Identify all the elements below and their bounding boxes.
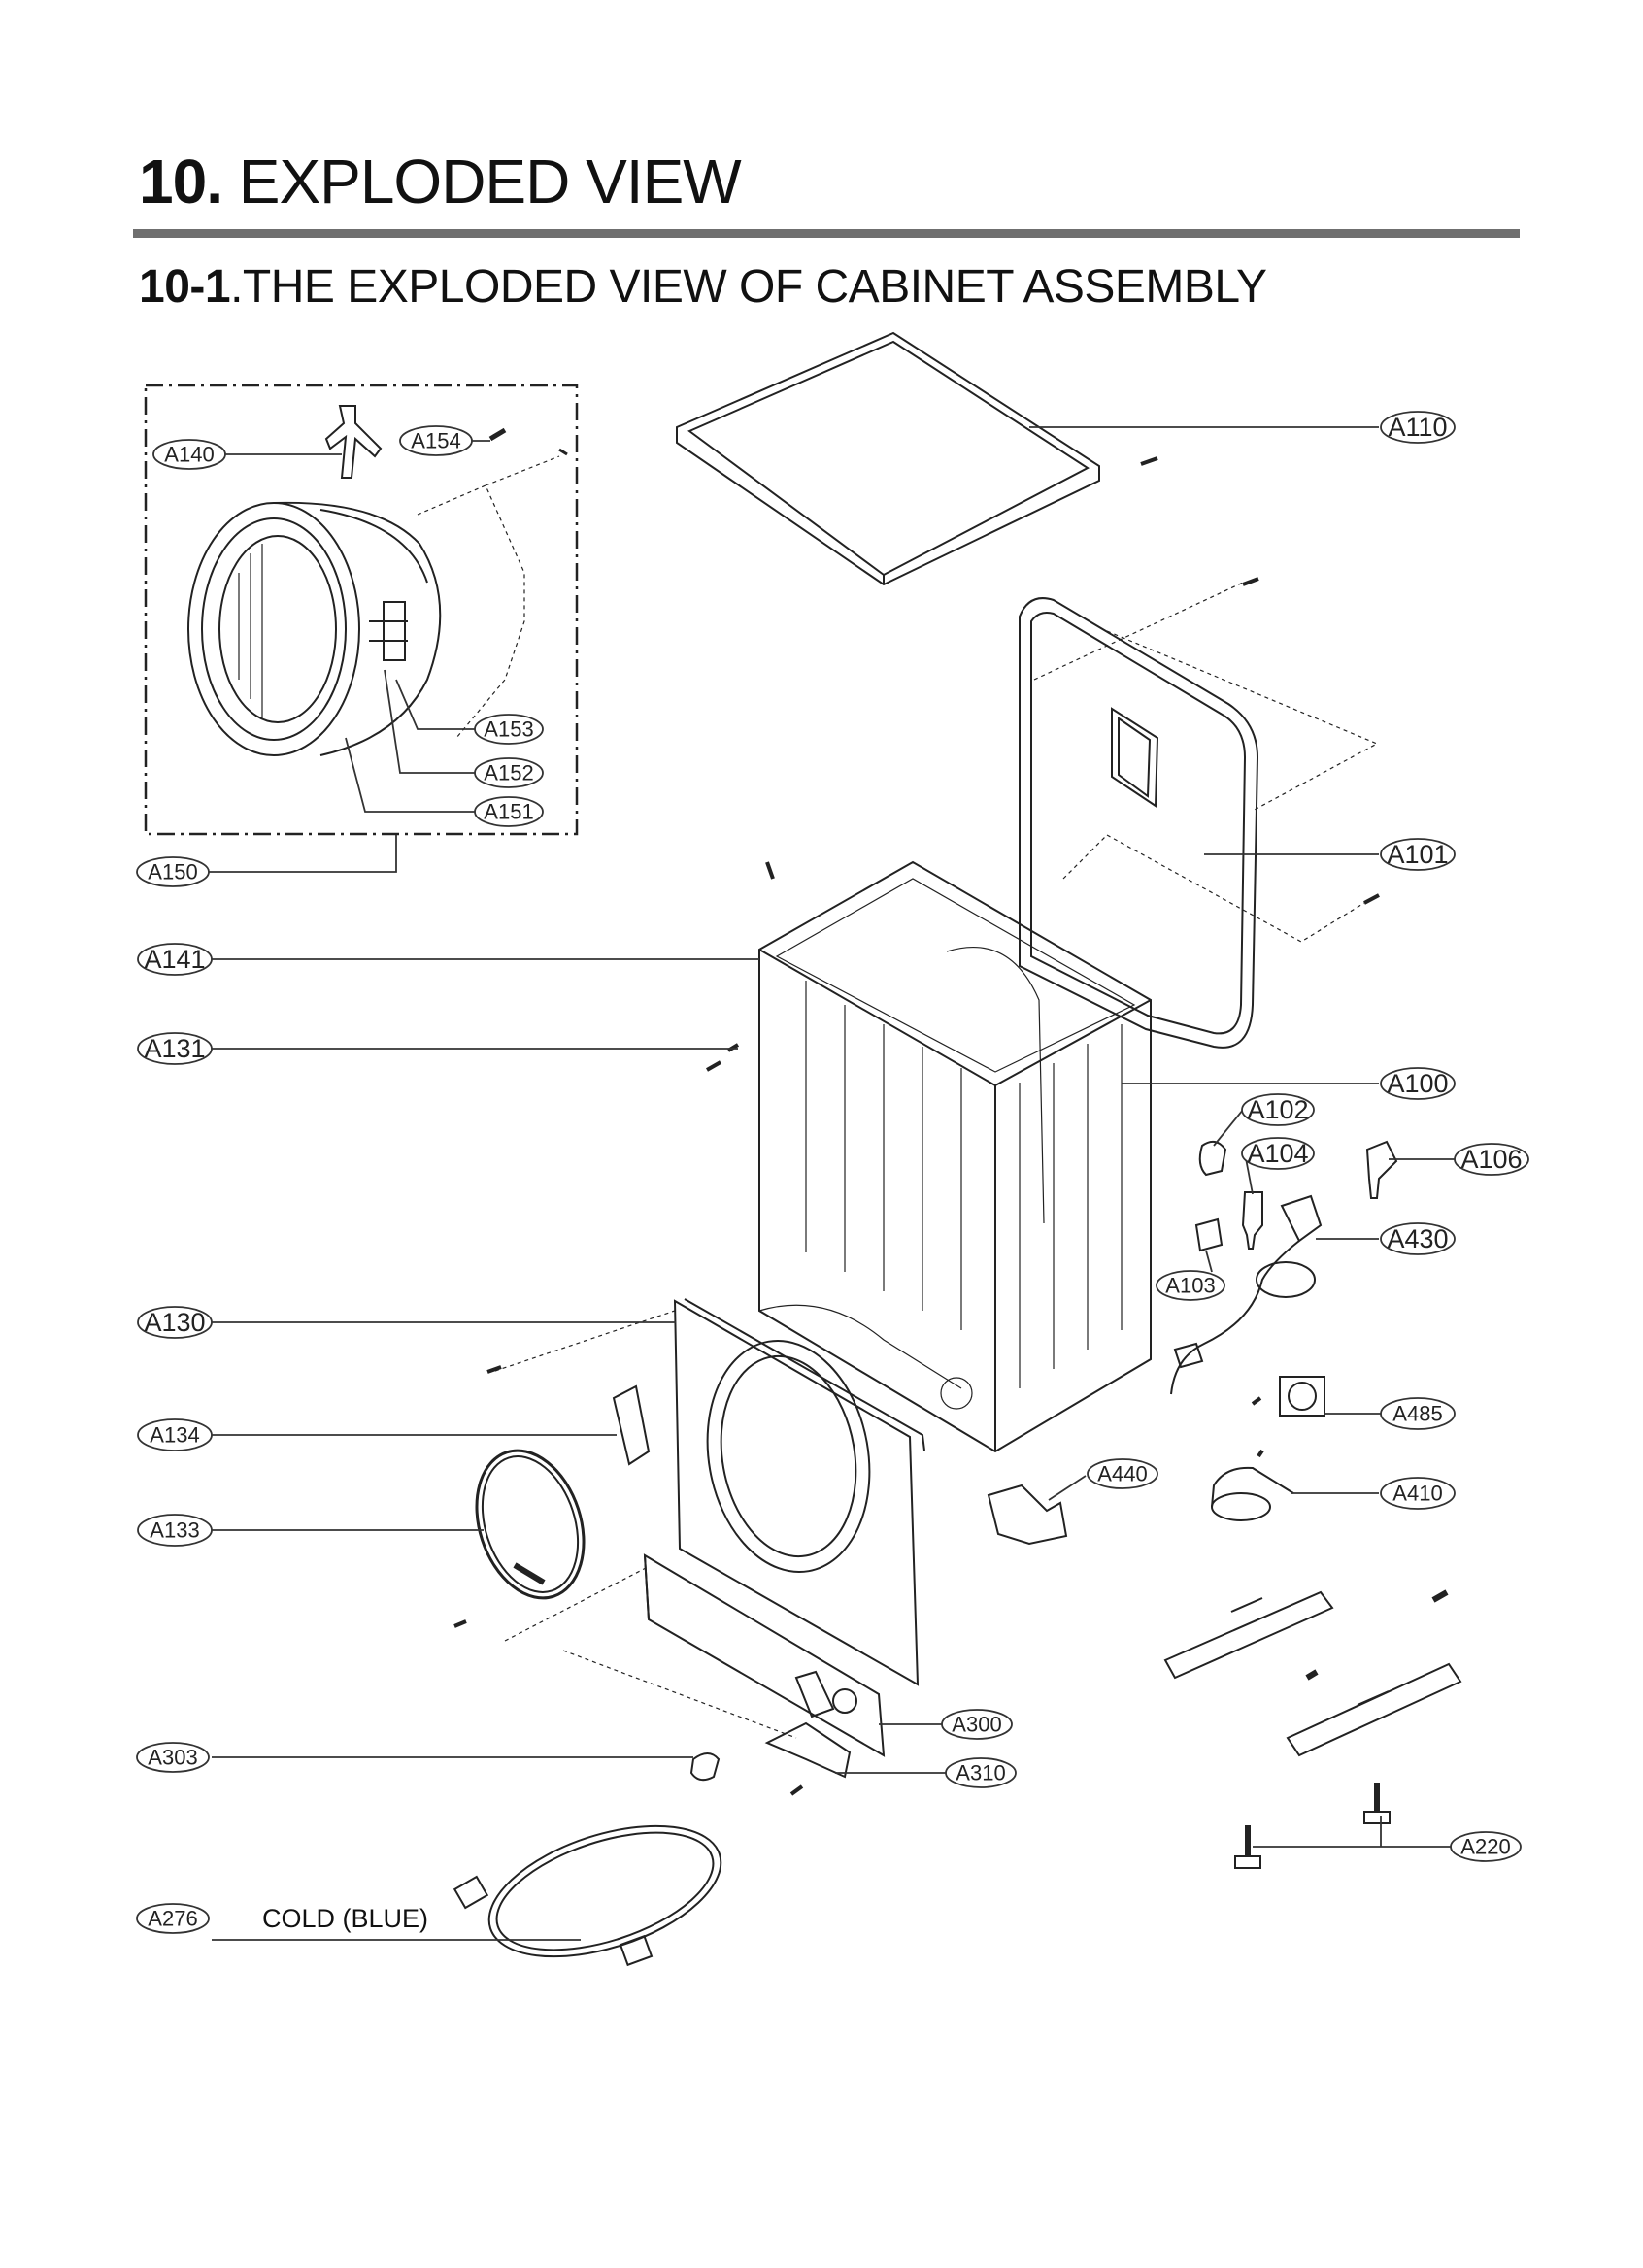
callout-A154: A154: [411, 429, 460, 453]
callout-A485: A485: [1392, 1402, 1442, 1426]
component-A103: [1194, 1217, 1224, 1252]
base-rails: [1163, 1589, 1462, 1757]
callout-A104: A104: [1247, 1139, 1308, 1168]
component-A106: [1365, 1140, 1398, 1199]
callout-A276: A276: [148, 1907, 197, 1931]
hose-A303: [689, 1752, 721, 1782]
subsection-title-text: .THE EXPLODED VIEW OF CABINET ASSEMBLY: [230, 261, 1267, 313]
callout-A303: A303: [148, 1746, 197, 1770]
top-plate: [676, 331, 1158, 586]
callout-A151: A151: [484, 800, 533, 824]
callout-A100: A100: [1387, 1069, 1448, 1098]
callout-A410: A410: [1392, 1482, 1442, 1506]
callout-A106: A106: [1460, 1145, 1522, 1174]
component-A104: [1241, 1191, 1263, 1250]
callouts: A140 A154 A153 A152 A151 A150 A141 A131 …: [136, 411, 1529, 1934]
rear-cover: [1019, 577, 1380, 1049]
callout-A141: A141: [144, 945, 205, 974]
hose-note: COLD (BLUE): [262, 1904, 428, 1933]
leader-lines: [208, 426, 1455, 1941]
callout-A430: A430: [1387, 1224, 1448, 1253]
callout-A134: A134: [150, 1423, 199, 1448]
motor-A410: [1211, 1449, 1294, 1521]
front-panel: [453, 1298, 925, 1686]
inlet-hose-A276: [453, 1824, 722, 1967]
control-panel-A300: [562, 1553, 886, 1757]
callout-A220: A220: [1460, 1835, 1510, 1859]
callout-A101: A101: [1387, 840, 1448, 869]
component-A102: [1198, 1140, 1227, 1177]
callout-A150: A150: [148, 860, 197, 884]
callout-A130: A130: [144, 1308, 205, 1337]
door-assembly-group: [144, 384, 579, 836]
drawer-bracket-A310: [764, 1721, 852, 1796]
callout-A153: A153: [484, 717, 533, 742]
section-number: 10.: [139, 147, 223, 217]
section-title-text: EXPLODED VIEW: [238, 147, 742, 217]
callout-A133: A133: [150, 1518, 199, 1543]
latch-A134: [612, 1384, 651, 1466]
gasket-ring-A133: [475, 1449, 586, 1600]
callout-A310: A310: [956, 1761, 1005, 1785]
callout-A131: A131: [144, 1034, 205, 1063]
power-cord-A430: [1170, 1194, 1323, 1395]
pump-A440: [987, 1484, 1068, 1546]
title-divider: [133, 229, 1520, 238]
callout-A152: A152: [484, 761, 533, 785]
callout-A103: A103: [1165, 1274, 1215, 1298]
section-title: 10. EXPLODED VIEW: [139, 146, 742, 217]
cabinet: [706, 860, 1152, 1453]
subsection-number: 10-1: [139, 261, 231, 313]
component-A485: [1251, 1376, 1325, 1417]
callout-A440: A440: [1097, 1462, 1147, 1486]
callout-A140: A140: [164, 443, 214, 467]
callout-A300: A300: [952, 1713, 1001, 1737]
subsection-title: 10-1.THE EXPLODED VIEW OF CABINET ASSEMB…: [139, 260, 1267, 314]
callout-A102: A102: [1247, 1095, 1308, 1124]
callout-A110: A110: [1388, 413, 1447, 442]
leveling-feet-A220: [1234, 1783, 1391, 1869]
